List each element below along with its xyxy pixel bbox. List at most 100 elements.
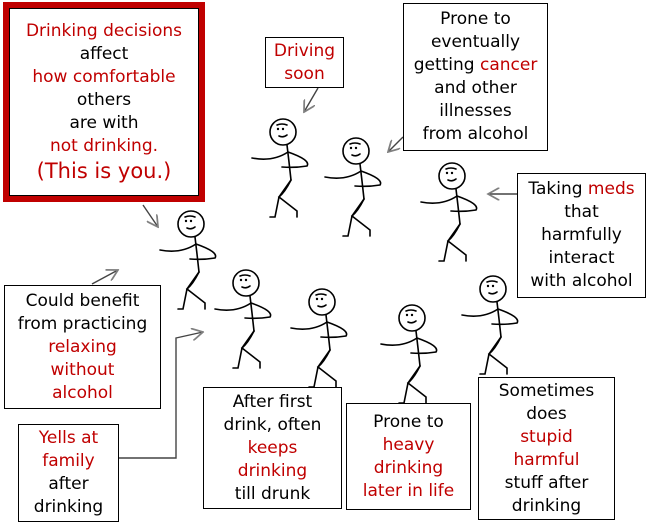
box-line-text: alcohol [52, 382, 113, 403]
box-line: relaxing [5, 336, 160, 359]
box-line: and other [404, 77, 547, 100]
box-line: does [479, 403, 614, 426]
box-line: harmfully [518, 224, 645, 247]
box-line: with alcohol [518, 270, 645, 293]
box-line: (This is you.) [9, 158, 199, 185]
box-line: keeps [204, 437, 341, 460]
box-line-text: does [526, 403, 567, 424]
box-line-text: drinking [237, 460, 308, 481]
box-line: eventually [404, 31, 547, 54]
box-line-text: drink, often [223, 414, 322, 435]
stick-figure [324, 137, 382, 237]
box-line: Yells at [19, 427, 118, 450]
stick-figure [290, 288, 348, 388]
box-line: Drinking decisions [9, 20, 199, 43]
box-line: Driving [266, 40, 343, 63]
box-line: Sometimes [479, 380, 614, 403]
box-line-text: family [42, 451, 95, 471]
box-line-text: relaxing [48, 336, 117, 357]
arrow [91, 270, 118, 285]
box-line-text: Could benefit [25, 290, 140, 311]
arrow [304, 87, 319, 112]
box-line-text: Prone to [440, 9, 511, 29]
arrow [118, 332, 203, 459]
box-line: affect [9, 43, 199, 66]
box-line: family [19, 450, 118, 473]
box-line: interact [518, 247, 645, 270]
stick-figure [251, 118, 309, 218]
box-line: heavy [347, 434, 470, 457]
box-line-text: are with [69, 112, 139, 133]
box-line-text: stupid [520, 426, 573, 447]
box-line-text: without [50, 359, 115, 380]
box-line: Taking meds [518, 178, 645, 201]
box-line: drinking [204, 460, 341, 483]
box-line-text: with alcohol [530, 271, 633, 291]
box-line-text: Sometimes [498, 380, 595, 401]
box-line: Prone to [404, 8, 547, 31]
box-line: illnesses [404, 100, 547, 123]
box-line: that [518, 201, 645, 224]
box-line: Could benefit [5, 290, 160, 313]
box-line-text: drinking [33, 497, 104, 517]
box-line-text: eventually [430, 32, 521, 52]
box-line: Prone to [347, 411, 470, 434]
box-line: harmful [479, 449, 614, 472]
stick-figure [214, 269, 272, 369]
box-line: are with [9, 112, 199, 135]
box-line-text: stuff after [504, 472, 589, 493]
box-line-highlight: meds [587, 179, 635, 199]
box-line-text: Drinking decisions [25, 20, 183, 41]
box-line-text: interact [548, 248, 615, 268]
box-line: alcohol [5, 382, 160, 405]
stick-figure [420, 162, 478, 262]
box-line-text: drinking [511, 495, 582, 516]
box-line-text: others [76, 89, 132, 110]
box-line-text: affect [79, 43, 129, 64]
box-line-text: After first [232, 391, 313, 412]
box-line-text: Taking [528, 179, 588, 199]
box-line-text: later in life [362, 480, 455, 501]
box-line-text: drinking [373, 457, 444, 478]
box-line-text: Prone to [373, 411, 444, 432]
arrow [388, 136, 404, 152]
box-line-text: from practicing [17, 313, 148, 334]
box-line-text: that [564, 202, 599, 222]
box-line-text: keeps [247, 437, 298, 458]
box-line-text: and other [434, 78, 517, 98]
box-line-text: harmful [513, 449, 580, 470]
box-line: how comfortable [9, 66, 199, 89]
arrow [142, 204, 158, 227]
box-line-text: till drunk [234, 483, 311, 504]
box-line: drink, often [204, 414, 341, 437]
box-line-text: (This is you.) [36, 158, 172, 183]
stick-figure [461, 275, 519, 375]
box-line-text: from alcohol [422, 124, 529, 144]
box-line: stupid [479, 426, 614, 449]
box-line-highlight: cancer [479, 55, 538, 75]
box-line: drinking [479, 495, 614, 518]
box-line: others [9, 89, 199, 112]
box-line-text: Driving [273, 40, 336, 61]
box-line: After first [204, 391, 341, 414]
box-line: drinking [347, 457, 470, 480]
box-line-text: Yells at [38, 428, 99, 448]
stick-figure [380, 304, 438, 404]
box-line-text: soon [284, 63, 325, 84]
box-line: not drinking. [9, 135, 199, 158]
box-line: later in life [347, 480, 470, 503]
box-line-text: harmfully [541, 225, 622, 245]
box-line: stuff after [479, 472, 614, 495]
box-line-text: heavy [382, 434, 435, 455]
box-line-text: how comfortable [32, 66, 176, 87]
box-line-text: illnesses [439, 101, 512, 121]
